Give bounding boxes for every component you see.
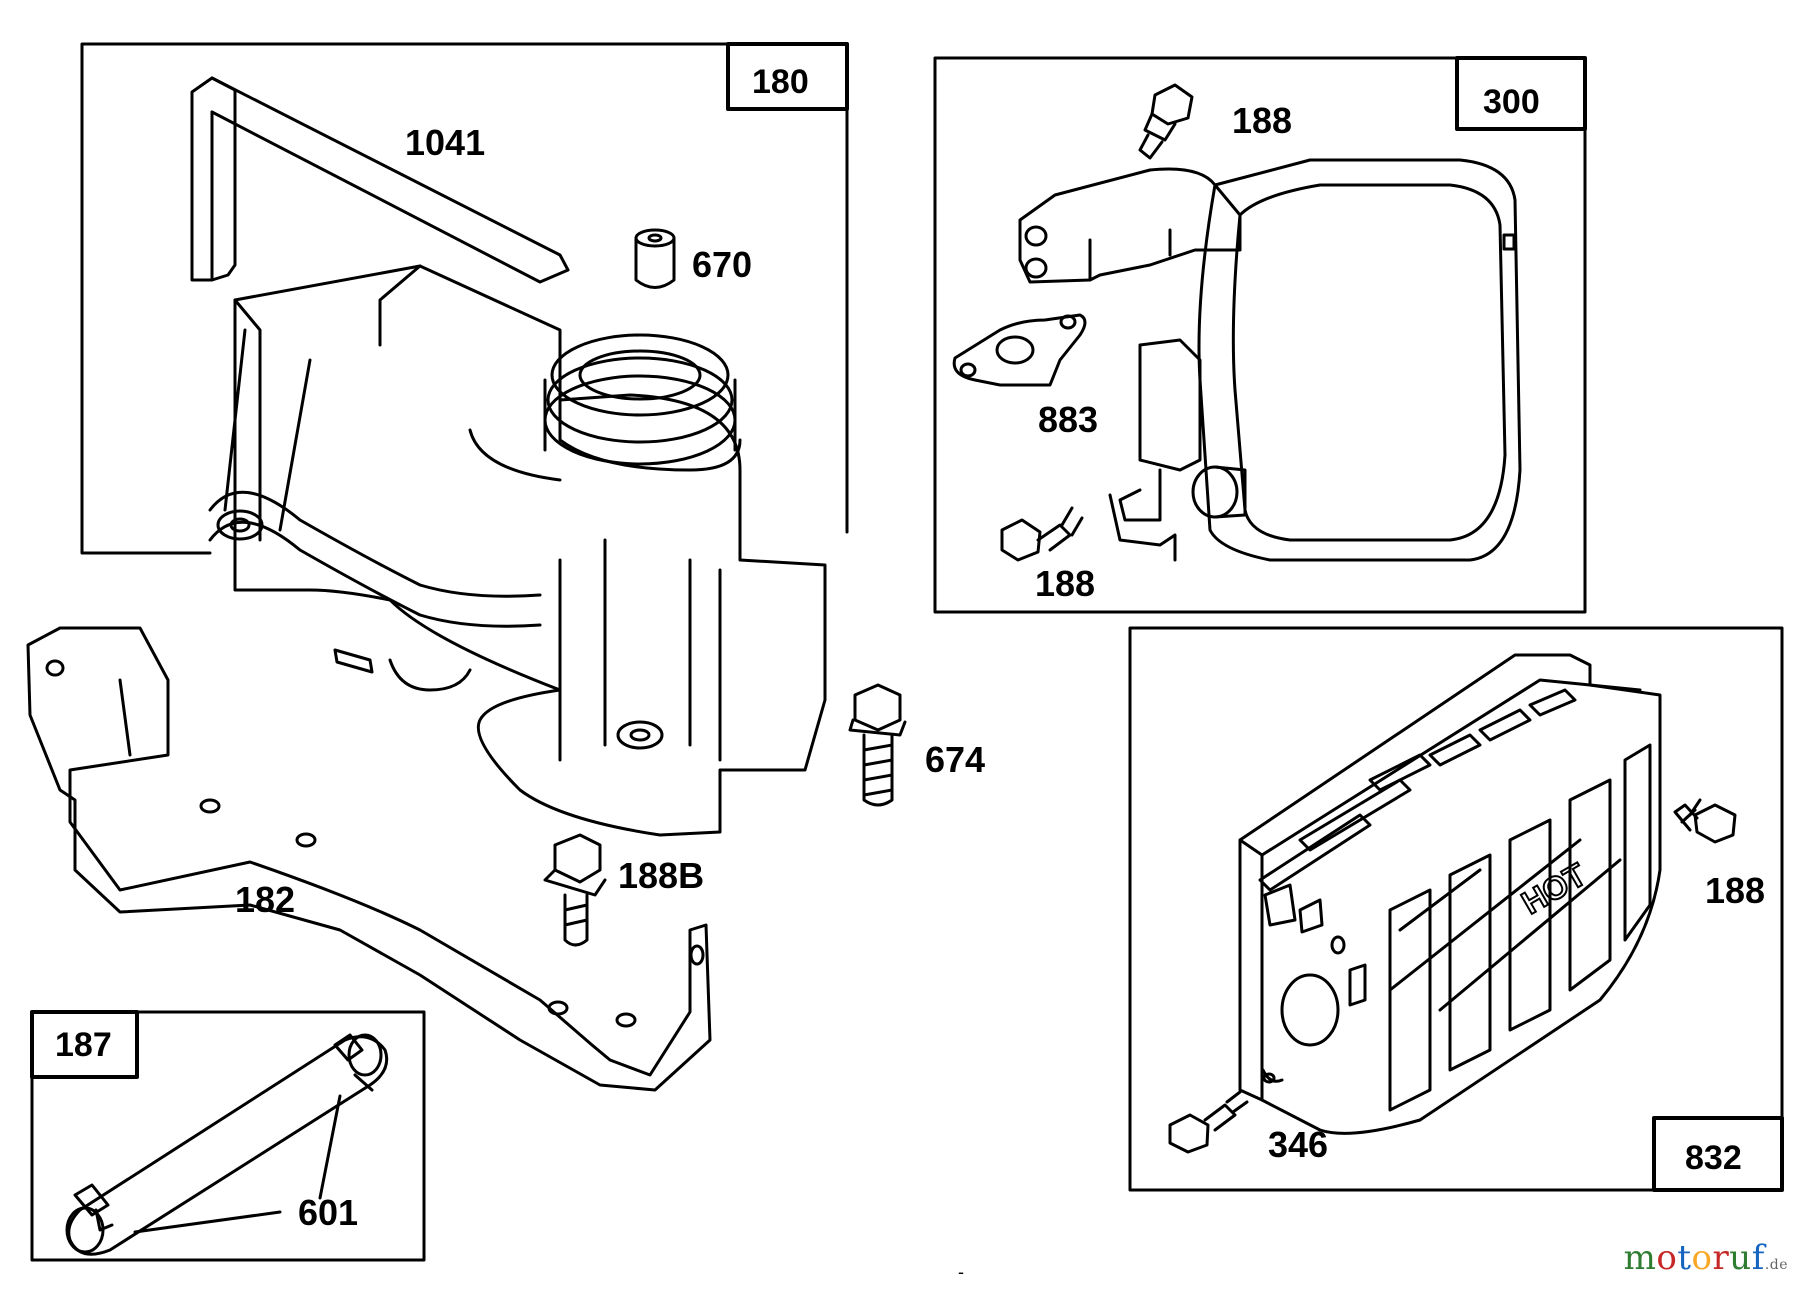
tank-mounting-bracket: [26, 626, 712, 1092]
watermark-letter: m: [1623, 1238, 1657, 1278]
group-tag-box-line: [30, 1010, 139, 1079]
guard-hot-marking: HOT: [1516, 856, 1593, 921]
group-tag-muffler: 300: [1483, 83, 1540, 121]
screw-346: [1168, 1090, 1249, 1154]
part-label-188-right: 188: [1705, 870, 1765, 911]
fuel-line-hose: [65, 1033, 389, 1256]
part-label-670: 670: [692, 244, 752, 285]
leader-line-601-a: [318, 1094, 342, 1200]
group-tag-line: 187: [55, 1026, 112, 1064]
watermark-suffix: .de: [1764, 1257, 1788, 1273]
bolt-188b: [543, 833, 607, 947]
part-label-883: 883: [1038, 399, 1098, 440]
bolt-188-top: [1138, 83, 1194, 160]
group-box-tank: [80, 42, 849, 555]
leader-line-601-b: [133, 1210, 282, 1234]
watermark-letter: o: [1656, 1238, 1678, 1278]
part-label-601: 601: [298, 1192, 358, 1233]
watermark-letter: t: [1677, 1238, 1692, 1278]
watermark-logo: motoruf.de: [1624, 1238, 1788, 1278]
watermark-letter: f: [1751, 1238, 1765, 1278]
group-tag-guard: 832: [1685, 1139, 1742, 1177]
spacer-sleeve: [634, 228, 676, 289]
small-dash: -: [958, 1262, 964, 1282]
group-box-muffler: [933, 56, 1587, 614]
fuel-tank-bracket-rod: [190, 76, 570, 284]
bolt-188-right: [1673, 798, 1737, 844]
fuel-tank: [208, 264, 827, 837]
gasket-883: [952, 313, 1087, 387]
bolt-674: [848, 683, 907, 807]
group-tag-tank: 180: [752, 63, 809, 101]
part-label-346: 346: [1268, 1124, 1328, 1165]
group-tag-box-tank: [726, 42, 849, 111]
part-label-188-mid: 188: [1035, 563, 1095, 604]
watermark-letter: r: [1712, 1238, 1730, 1278]
muffler: [1018, 158, 1522, 562]
part-label-188-top: 188: [1232, 100, 1292, 141]
group-box-line: [30, 1010, 426, 1262]
watermark-letter: o: [1691, 1238, 1713, 1278]
bolt-188-mid: [1000, 506, 1084, 562]
heat-guard: [1238, 653, 1662, 1135]
part-label-182: 182: [235, 879, 295, 920]
group-tag-box-guard: [1652, 1116, 1784, 1192]
part-label-188b: 188B: [618, 855, 704, 896]
watermark-letter: u: [1729, 1238, 1752, 1278]
group-tag-box-muffler: [1455, 56, 1587, 131]
group-box-guard: [1128, 626, 1784, 1192]
part-label-674: 674: [925, 739, 985, 780]
part-label-1041: 1041: [405, 122, 485, 163]
